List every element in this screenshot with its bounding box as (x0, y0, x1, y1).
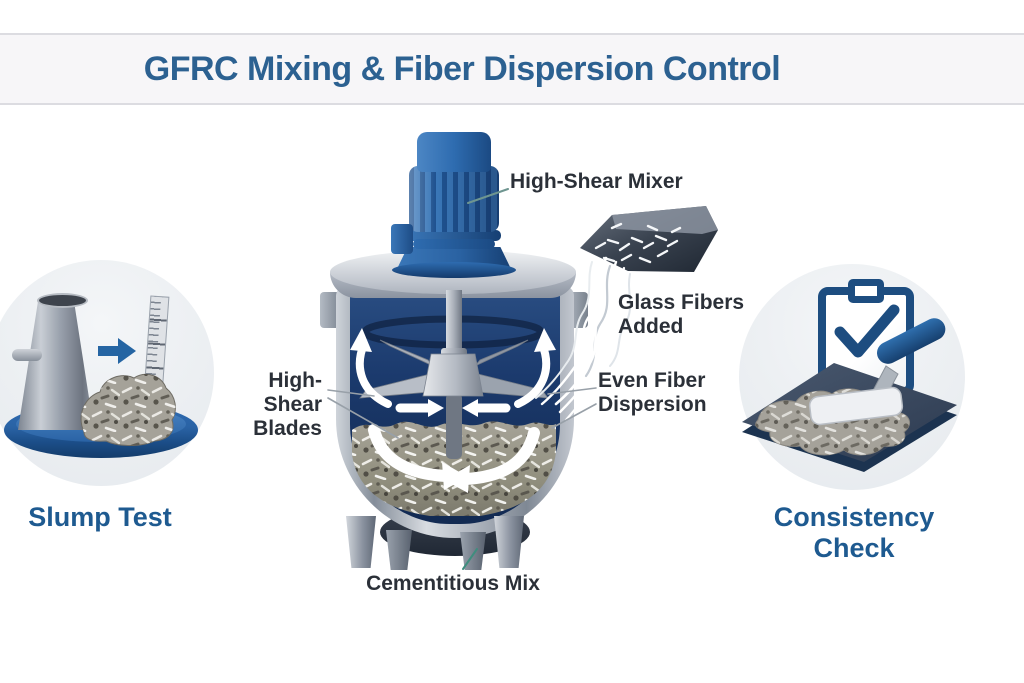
motor-cap (417, 132, 491, 172)
slump-cone-opening (37, 293, 88, 308)
motor-foot (392, 262, 516, 278)
cementitious-mix-text: Cementitious Mix (366, 572, 540, 595)
cementitious-mix-label: Cementitious Mix (353, 572, 553, 596)
slump-test-caption: Slump Test (28, 502, 172, 532)
tank-leg-right (494, 516, 524, 568)
high-shear-blades-label: High-Shear Blades (222, 369, 322, 441)
high-shear-mixer-text: High-Shear Mixer (510, 170, 683, 193)
page-title: GFRC Mixing & Fiber Dispersion Control (143, 49, 781, 88)
high-shear-blades-line2: Blades (253, 417, 322, 440)
motor-flange-2 (413, 239, 495, 249)
title-band: GFRC Mixing & Fiber Dispersion Control (0, 33, 1024, 105)
tank-leg-inner-left (386, 530, 412, 570)
tank-leg-left (346, 516, 376, 568)
consistency-check-caption: Consistency Check (773, 502, 935, 563)
motor-flange-1 (407, 230, 501, 241)
motor-body-icon (409, 166, 499, 232)
even-fiber-line2: Dispersion (598, 393, 707, 416)
even-fiber-dispersion-label: Even Fiber Dispersion (598, 369, 707, 417)
glass-fibers-line1: Glass Fibers (618, 291, 745, 314)
high-shear-mixer-label: High-Shear Mixer (510, 170, 683, 194)
high-shear-blades-line1: High-Shear (263, 369, 322, 416)
slump-cone-handle (12, 349, 42, 361)
glass-fibers-label: Glass Fibers Added (618, 291, 744, 339)
mixer-tank-interior (350, 286, 560, 524)
motor-junction-box (391, 224, 413, 254)
fiber-chute-icon (580, 206, 718, 272)
clipboard-clip (848, 279, 884, 303)
even-fiber-line1: Even Fiber (598, 369, 706, 392)
glass-fibers-line2: Added (618, 315, 684, 338)
clipboard-icon (818, 287, 914, 395)
tank-leg-inner-right (460, 532, 486, 570)
